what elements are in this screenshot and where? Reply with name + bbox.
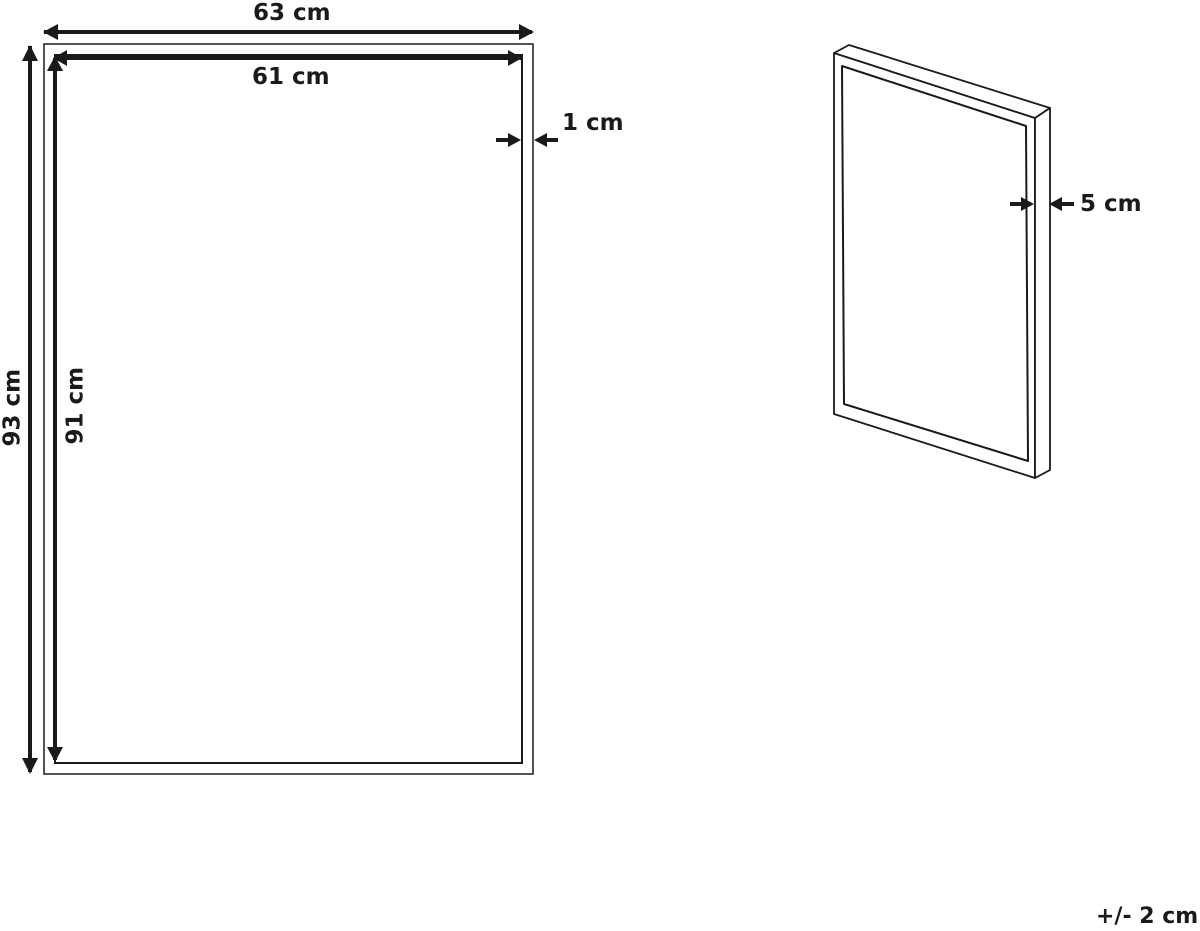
frame-border-arrows (496, 133, 558, 147)
inner-width-arrow (53, 50, 522, 66)
inner-width-label: 61 cm (252, 64, 330, 90)
tolerance-label: +/- 2 cm (1096, 904, 1199, 929)
front-view (22, 24, 558, 775)
outer-width-label: 63 cm (253, 0, 331, 26)
perspective-front-face (833, 52, 1036, 479)
outer-height-arrow (22, 45, 38, 774)
outer-width-arrow (43, 24, 534, 40)
inner-height-label: 91 cm (62, 366, 89, 445)
inner-frame-outline (54, 54, 523, 764)
perspective-view (833, 44, 1074, 479)
perspective-side-face (1034, 107, 1051, 479)
perspective-inner-opening (841, 65, 1029, 462)
outer-frame-outline (43, 43, 534, 775)
depth-arrows (1010, 197, 1074, 211)
inner-height-arrow (47, 56, 63, 762)
frame-border-label: 1 cm (562, 110, 624, 136)
depth-label: 5 cm (1080, 191, 1142, 217)
outer-height-label: 93 cm (0, 368, 26, 447)
